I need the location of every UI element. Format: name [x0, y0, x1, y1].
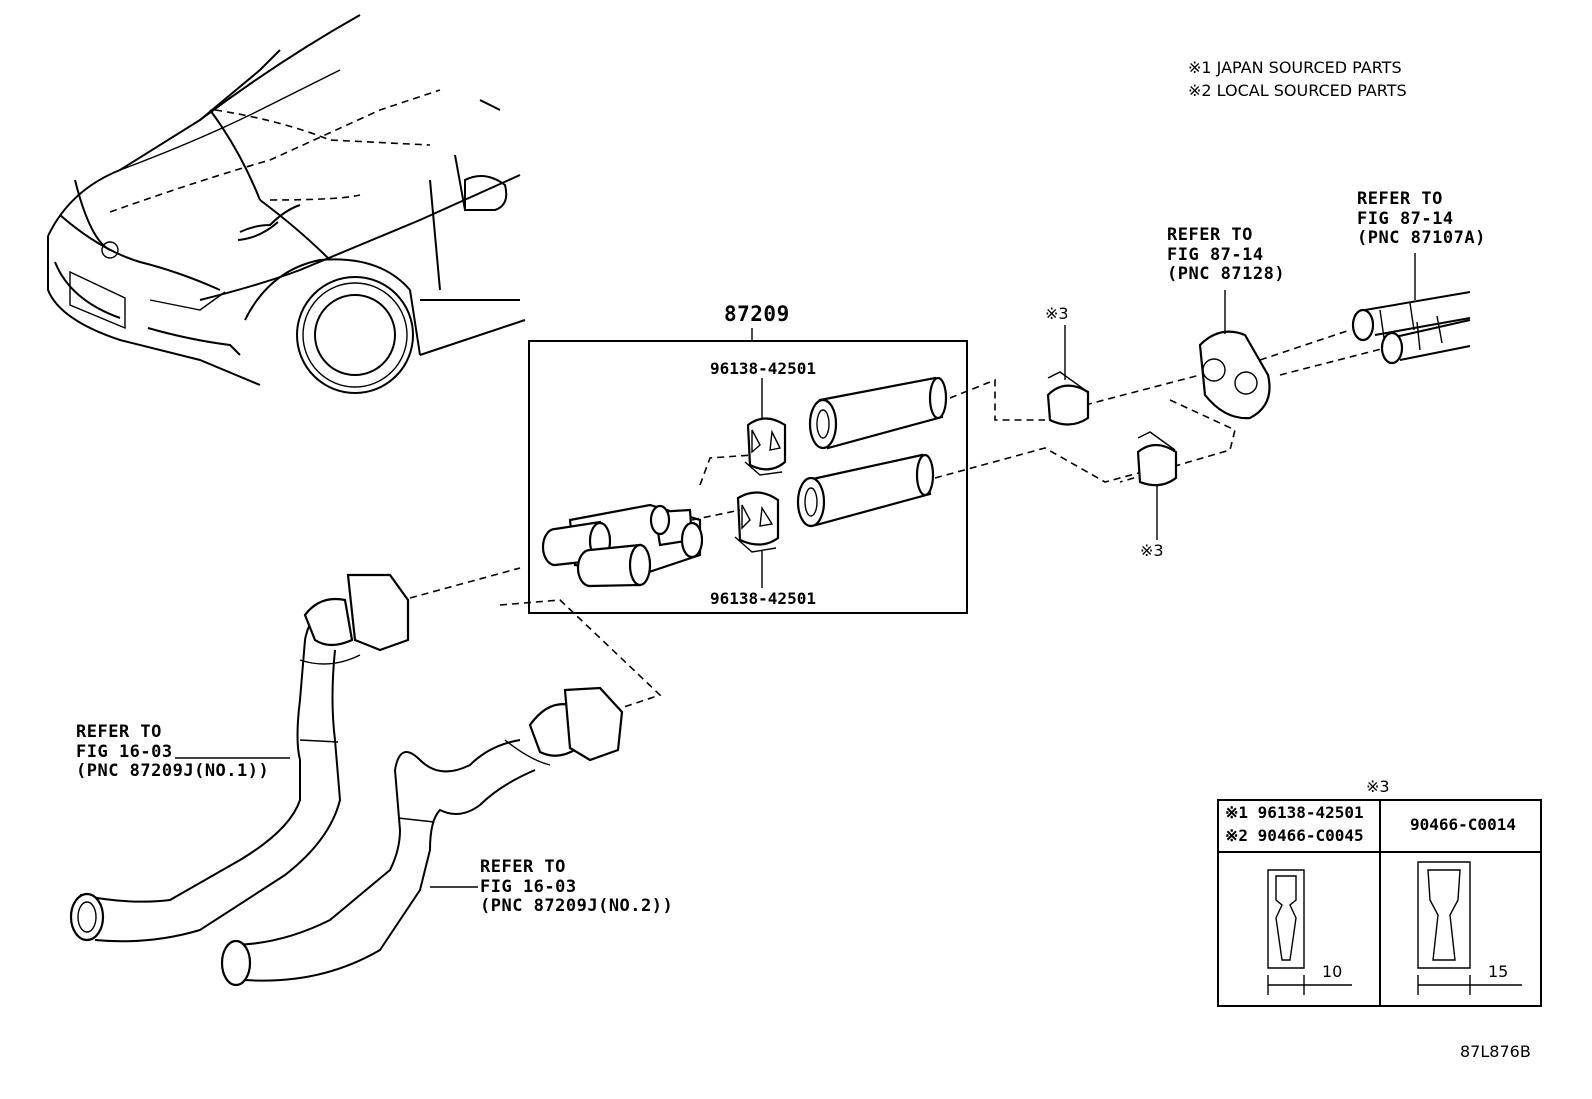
ref-pnc-87209j-no1: REFER TO FIG 16-03 (PNC 87209J(NO.1))	[76, 722, 270, 782]
callout-note3-top: ※3	[1045, 304, 1069, 323]
heater-hose-no2	[220, 686, 624, 987]
clip-x3-lower	[1136, 431, 1178, 540]
table-japan-pn: ※1 96138-42501	[1225, 803, 1364, 822]
callout-note3-bottom: ※3	[1140, 541, 1164, 560]
clip-x3-upper	[1046, 325, 1090, 426]
ref-pnc-87107a: REFER TO FIG 87-14 (PNC 87107A)	[1357, 189, 1486, 249]
short-hose-upper	[808, 376, 948, 450]
drawing-code: 87L876B	[1460, 1042, 1531, 1061]
clip-upper	[744, 417, 787, 476]
table-dim-right: 15	[1488, 962, 1509, 981]
ref-pnc-87128: REFER TO FIG 87-14 (PNC 87128)	[1167, 225, 1286, 285]
water-valve-part	[541, 503, 704, 588]
clip-spec-table	[1217, 799, 1542, 1007]
callout-clip-top: 96138-42501	[710, 359, 816, 378]
callout-clip-bottom: 96138-42501	[710, 589, 816, 608]
grommet-part	[1198, 290, 1271, 420]
clip-lower	[734, 491, 780, 553]
table-title: ※3	[1366, 777, 1390, 796]
callout-assembly: 87209	[724, 302, 790, 326]
table-right-pn: 90466-C0014	[1410, 815, 1516, 834]
ref-pnc-87209j-no2: REFER TO FIG 16-03 (PNC 87209J(NO.2))	[480, 857, 674, 917]
table-dim-left: 10	[1322, 962, 1343, 981]
short-hose-lower	[796, 453, 935, 528]
legend-local: ※2 LOCAL SOURCED PARTS	[1188, 81, 1407, 100]
legend-japan: ※1 JAPAN SOURCED PARTS	[1188, 58, 1402, 77]
legend: ※1 JAPAN SOURCED PARTS ※2 LOCAL SOURCED …	[1188, 56, 1407, 102]
table-local-pn: ※2 90466-C0045	[1225, 826, 1364, 845]
assembly-box	[528, 340, 968, 614]
heater-hose-no1	[69, 573, 410, 943]
heater-pipes	[1351, 253, 1471, 365]
vehicle-outline	[47, 14, 526, 394]
